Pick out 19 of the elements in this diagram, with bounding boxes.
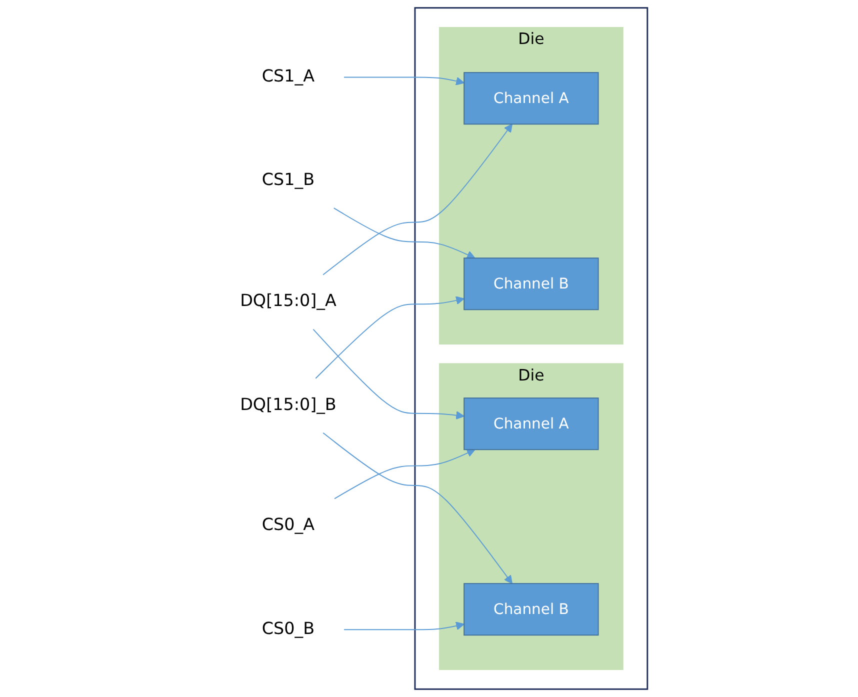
arrow: [322, 124, 512, 276]
node-text: CS1_B: [262, 170, 315, 190]
node-box: Channel A: [464, 398, 599, 450]
arrow: [344, 76, 464, 86]
node-box: Channel B: [464, 583, 599, 636]
node-text: DQ[15:0]_A: [240, 291, 336, 312]
node-box: Channel B: [464, 258, 599, 310]
cluster: [414, 7, 648, 690]
arrow: [344, 622, 464, 630]
arrow: [315, 296, 464, 379]
node-text: CS0_A: [262, 515, 315, 536]
node-text: DQ[15:0]_B: [240, 395, 336, 415]
arrow: [312, 328, 464, 420]
node-text: CS1_A: [262, 66, 315, 86]
arrow: [322, 432, 512, 584]
arrow: [333, 208, 476, 259]
arrow: [334, 448, 476, 500]
node-text: CS0_B: [262, 619, 315, 639]
node-box: Channel A: [464, 72, 599, 125]
